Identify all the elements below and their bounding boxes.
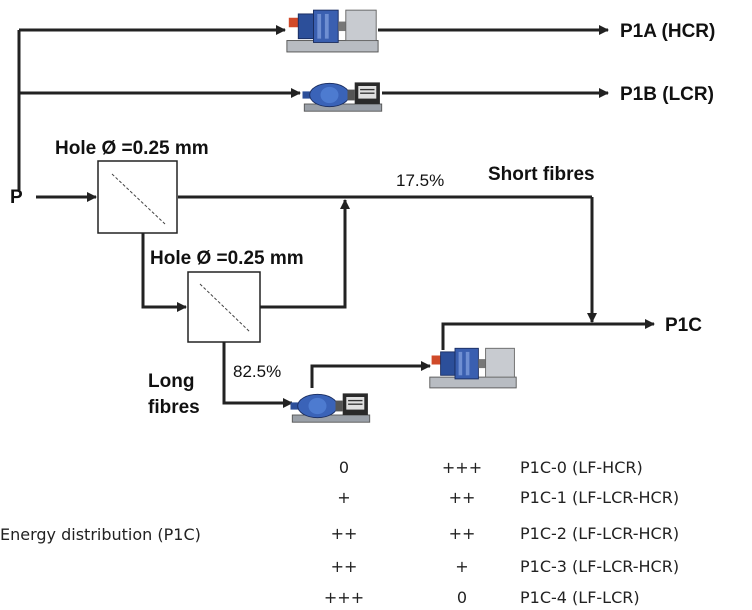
energy-row-name: P1C-2 (LF-LCR-HCR) xyxy=(520,524,679,543)
energy-lcr-cell: + xyxy=(337,488,350,507)
short-fibre-percent: 17.5% xyxy=(396,171,444,190)
energy-row-name: P1C-0 (LF-HCR) xyxy=(520,458,643,477)
output-p1a-label: P1A (HCR) xyxy=(620,21,715,42)
hcr-refiner-icon xyxy=(430,348,516,388)
long-fibres-label-line1: Long xyxy=(148,371,194,392)
energy-row-name: P1C-1 (LF-LCR-HCR) xyxy=(520,488,679,507)
output-p1c-label: P1C xyxy=(665,315,702,336)
energy-row-name: P1C-4 (LF-LCR) xyxy=(520,588,640,607)
screen-1-hole-label: Hole Ø =0.25 mm xyxy=(55,138,209,159)
output-p1b-label: P1B (LCR) xyxy=(620,84,714,105)
energy-lcr-cell: 0 xyxy=(339,458,349,477)
hcr-refiner-icon xyxy=(287,10,378,52)
energy-distribution-table: Energy distribution (P1C) 0 +++ P1C-0 (L… xyxy=(0,458,679,607)
energy-hcr-cell: +++ xyxy=(442,458,482,477)
screen-2 xyxy=(188,272,260,342)
lcr-refiner-icon xyxy=(291,393,370,422)
energy-lcr-cell: +++ xyxy=(324,588,364,607)
energy-lcr-cell: ++ xyxy=(331,524,358,543)
screen-2-hole-label: Hole Ø =0.25 mm xyxy=(150,248,304,269)
lcr-refiner-icon xyxy=(303,82,382,111)
short-fibres-label: Short fibres xyxy=(488,164,595,185)
energy-hcr-cell: + xyxy=(455,557,468,576)
energy-title: Energy distribution (P1C) xyxy=(0,525,201,544)
input-p-label: P xyxy=(10,187,23,208)
screen-1 xyxy=(98,161,177,233)
energy-lcr-cell: ++ xyxy=(331,557,358,576)
energy-hcr-cell: 0 xyxy=(457,588,467,607)
energy-row-name: P1C-3 (LF-LCR-HCR) xyxy=(520,557,679,576)
long-fibre-percent: 82.5% xyxy=(233,362,281,381)
energy-hcr-cell: ++ xyxy=(449,524,476,543)
long-fibres-label-line2: fibres xyxy=(148,397,200,418)
energy-hcr-cell: ++ xyxy=(449,488,476,507)
